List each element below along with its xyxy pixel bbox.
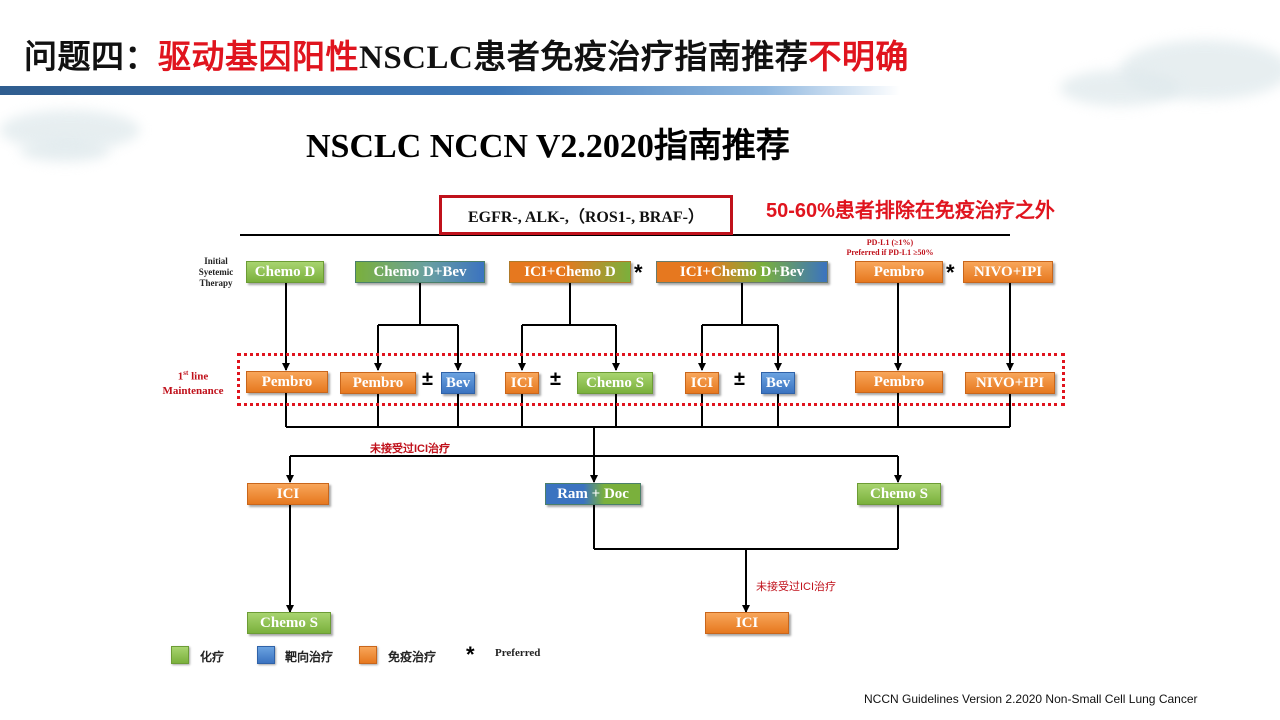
cloud-decoration xyxy=(20,140,110,162)
node-maint-pembro: Pembro xyxy=(246,371,328,393)
legend-chemo-label: 化疗 xyxy=(200,650,225,664)
title-red-a: 驱动基因阳性 xyxy=(158,38,359,75)
preferred-star: * xyxy=(946,260,955,285)
node-initial-ici-chemo-d-bev: ICI+Chemo D+Bev xyxy=(656,261,828,283)
node-maint-ici: ICI xyxy=(685,372,719,394)
pdl1-note-line: PD-L1 (≥1%) xyxy=(866,238,914,247)
node-second-ram-doc: Ram + Doc xyxy=(545,483,641,505)
row-label-ordinal: 1 xyxy=(177,370,184,383)
node-maint-chemo-s: Chemo S xyxy=(577,372,653,394)
row-label-line: Therapy xyxy=(199,278,233,288)
node-maint-bev: Bev xyxy=(761,372,795,394)
preferred-star: * xyxy=(634,260,643,285)
row-label-initial-therapy: Initial Syetemic Therapy xyxy=(188,256,244,289)
row-label-first-line-maintenance: 1st line Maintenance xyxy=(148,366,238,398)
node-third-ici: ICI xyxy=(705,612,789,634)
cloud-decoration xyxy=(1060,70,1180,106)
title-middle: 患者免疫治疗指南推荐 xyxy=(473,38,809,75)
plus-minus: ± xyxy=(550,368,561,390)
plus-minus: ± xyxy=(422,368,433,390)
row-label-line: Syetemic xyxy=(198,267,234,277)
node-initial-pembro: Pembro xyxy=(855,261,943,283)
excluded-patients-note: 50-60%患者排除在免疫治疗之外 xyxy=(766,200,1055,222)
node-second-ici: ICI xyxy=(247,483,329,505)
pdl1-note: PD-L1 (≥1%) Preferred if PD-L1 ≥50% xyxy=(820,238,960,258)
legend-preferred-star: * xyxy=(466,642,475,667)
node-maint-ici: ICI xyxy=(505,372,539,394)
node-second-chemo-s: Chemo S xyxy=(857,483,941,505)
legend-chemo-swatch xyxy=(171,646,189,664)
title-red-b: 不明确 xyxy=(808,38,909,75)
legend-targeted-swatch xyxy=(257,646,275,664)
row-label-ordinal-suffix: st xyxy=(183,369,189,377)
legend-immuno-label: 免疫治疗 xyxy=(388,650,437,664)
node-initial-chemo-d: Chemo D xyxy=(246,261,324,283)
row-label-line: Initial xyxy=(204,256,228,266)
pdl1-note-line: Preferred if PD-L1 ≥50% xyxy=(846,248,934,257)
node-initial-ici-chemo-d: ICI+Chemo D xyxy=(509,261,631,283)
title-nsclc: NSCLC xyxy=(359,40,474,76)
legend-immuno-swatch xyxy=(359,646,377,664)
no-prior-ici-note: 未接受过ICI治疗 xyxy=(370,443,451,455)
title-underline-bar xyxy=(0,86,900,95)
row-label-line: Maintenance xyxy=(162,384,224,397)
node-maint-pembro: Pembro xyxy=(855,371,943,393)
plus-minus: ± xyxy=(734,368,745,390)
diagram-title: NSCLC NCCN V2.2020指南推荐 xyxy=(306,128,790,165)
mutation-status-box: EGFR-, ALK-,（ROS1-, BRAF-） xyxy=(439,195,733,235)
node-initial-chemo-d-bev: Chemo D+Bev xyxy=(355,261,485,283)
slide-title: 问题四：驱动基因阳性NSCLC患者免疫治疗指南推荐不明确 xyxy=(24,30,909,78)
node-third-chemo-s: Chemo S xyxy=(247,612,331,634)
no-prior-ici-note: 未接受过ICI治疗 xyxy=(756,581,837,593)
title-prefix: 问题四： xyxy=(24,38,158,75)
diagram-top-line xyxy=(240,234,1010,236)
node-maint-bev: Bev xyxy=(441,372,475,394)
node-maint-nivo-ipi: NIVO+IPI xyxy=(965,372,1055,394)
legend-preferred-label: Preferred xyxy=(495,647,541,659)
legend-targeted-label: 靶向治疗 xyxy=(285,650,334,664)
source-footer: NCCN Guidelines Version 2.2020 Non-Small… xyxy=(864,692,1198,706)
node-maint-pembro: Pembro xyxy=(340,372,416,394)
row-label-line-word: line xyxy=(188,370,209,383)
maintenance-highlight-zone xyxy=(237,353,1065,406)
node-initial-nivo-ipi: NIVO+IPI xyxy=(963,261,1053,283)
